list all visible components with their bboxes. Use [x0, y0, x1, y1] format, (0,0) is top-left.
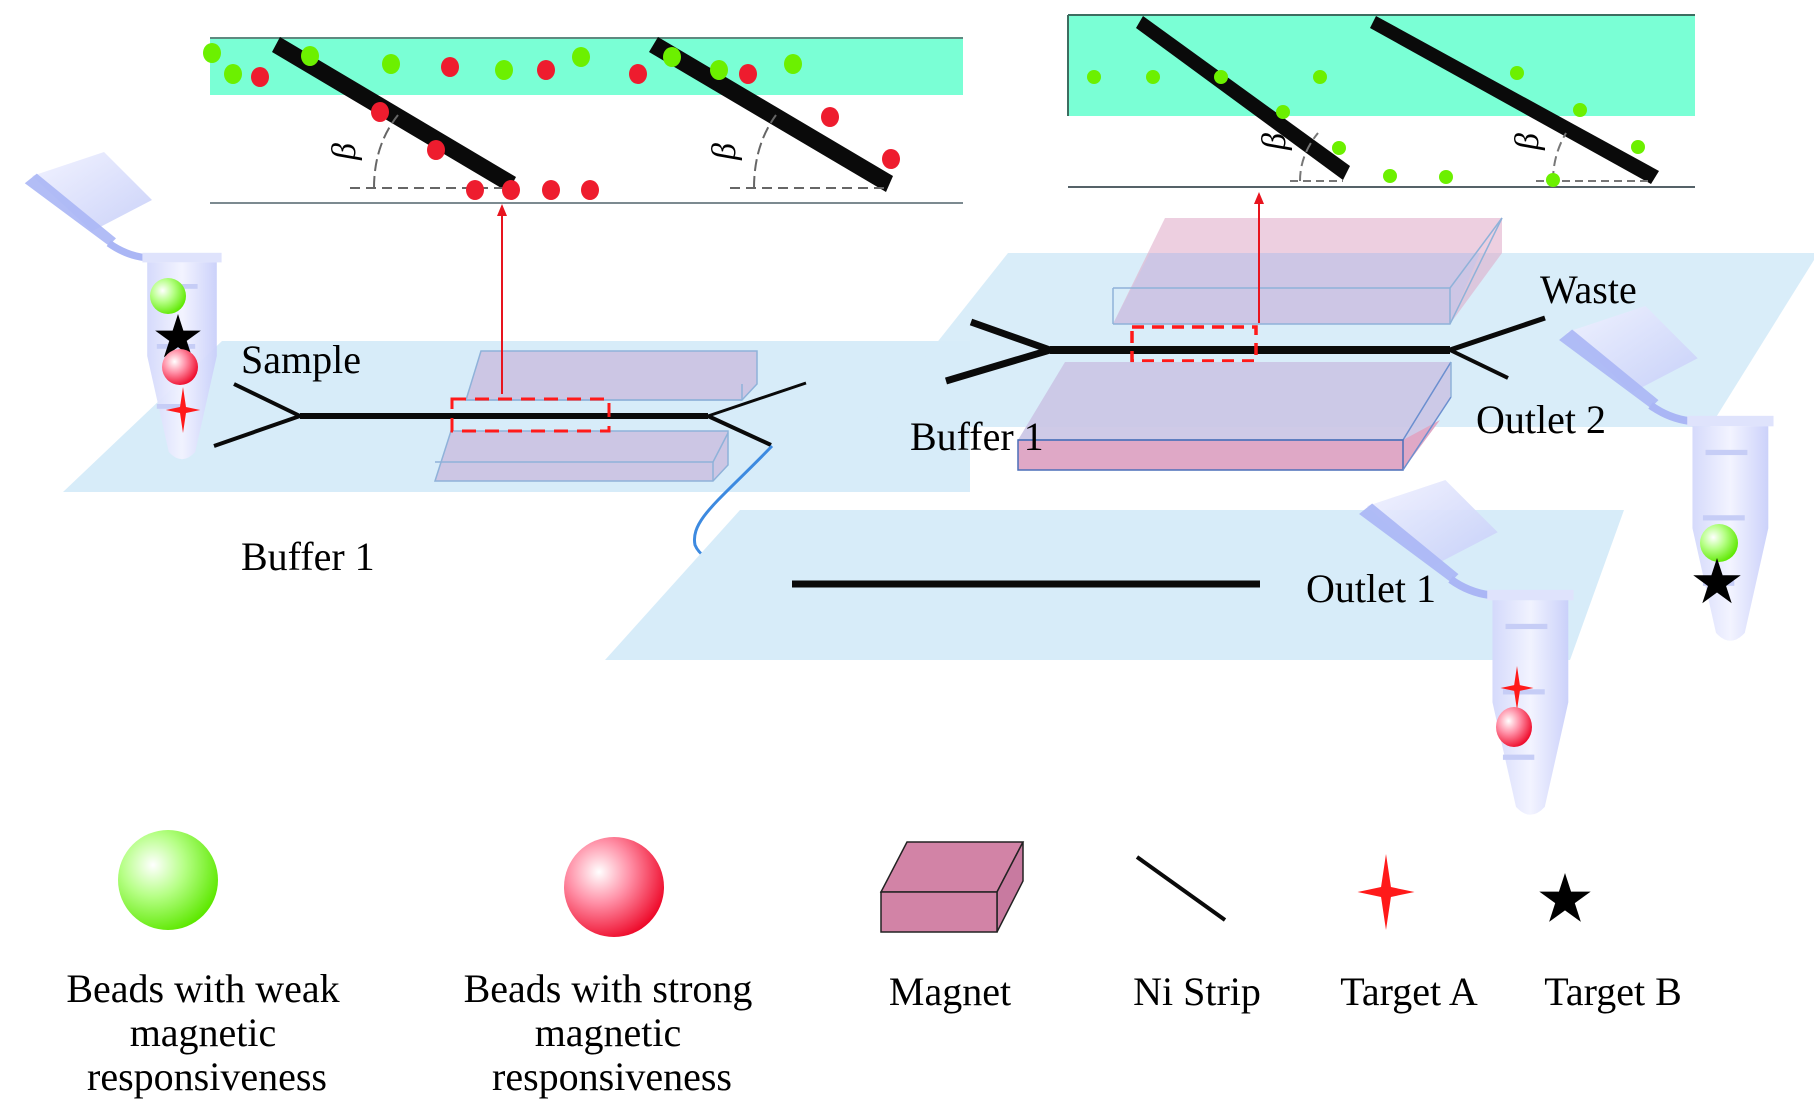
- svg-text:Target A: Target A: [1340, 969, 1478, 1014]
- label-sample: Sample: [241, 337, 361, 382]
- weak-bead-icon: [118, 830, 218, 930]
- svg-text:Magnet: Magnet: [889, 969, 1011, 1014]
- svg-text:responsiveness: responsiveness: [87, 1054, 327, 1099]
- beta-label: β: [706, 143, 743, 161]
- svg-text:magnetic: magnetic: [130, 1010, 277, 1055]
- label-outlet2: Outlet 2: [1476, 397, 1606, 442]
- target-a-icon: [1357, 854, 1415, 930]
- outlet2-tube: [1559, 306, 1773, 641]
- label-outlet1: Outlet 1: [1306, 566, 1436, 611]
- legend-item-target-b: Target B: [1539, 873, 1682, 1014]
- stage2-zoom-panel: β β: [1067, 14, 1695, 188]
- label-buffer1: Buffer 1: [910, 414, 1044, 459]
- zoom-region-box: [1130, 325, 1258, 363]
- ni-strip: [1136, 16, 1350, 180]
- svg-text:responsiveness: responsiveness: [492, 1054, 732, 1099]
- zoom-region-box: [450, 397, 611, 433]
- weak-beads: [203, 43, 802, 84]
- magnet: [464, 350, 758, 401]
- legend-item-magnet: Magnet: [879, 841, 1025, 1014]
- ni-strip: [272, 37, 516, 192]
- legend-item-strong-bead: Beads with strong magnetic responsivenes…: [464, 837, 753, 1099]
- target-b-icon: [1539, 873, 1591, 922]
- legend-item-weak-bead: Beads with weak magnetic responsiveness: [66, 830, 340, 1099]
- legend: Beads with weak magnetic responsiveness …: [66, 830, 1682, 1099]
- microchannel: [213, 381, 807, 448]
- magnet: [433, 430, 729, 482]
- ni-strip: [649, 37, 893, 192]
- strong-bead-icon: [564, 837, 664, 937]
- svg-text:Ni Strip: Ni Strip: [1133, 969, 1261, 1014]
- microchannel: [945, 315, 1546, 385]
- strong-beads: [251, 57, 900, 200]
- magnet-icon: [879, 841, 1025, 933]
- label-buffer1: Buffer 1: [241, 534, 375, 579]
- strong-bead-icon: [1496, 707, 1532, 747]
- legend-item-target-a: Target A: [1340, 854, 1478, 1014]
- stage2-chip: Buffer 1 Waste Outlet 2: [870, 192, 1814, 471]
- beta-label: β: [1256, 133, 1293, 151]
- stage2-lower-chip: Outlet 1: [605, 510, 1624, 660]
- svg-text:magnetic: magnetic: [535, 1010, 682, 1055]
- label-waste: Waste: [1540, 267, 1637, 312]
- svg-text:Beads with weak: Beads with weak: [66, 966, 339, 1011]
- stage1-zoom-panel: β β: [203, 37, 963, 204]
- beta-label: β: [326, 143, 363, 161]
- weak-beads: [1087, 66, 1645, 187]
- outlet1-tube: [1359, 480, 1573, 815]
- stage1-chip: Sample Buffer 1: [63, 204, 970, 579]
- weak-bead-icon: [1700, 524, 1738, 562]
- beta-label: β: [1509, 133, 1546, 151]
- legend-item-ni-strip: Ni Strip: [1133, 855, 1261, 1014]
- ni-strip-icon: [1135, 855, 1227, 922]
- ni-strip: [1370, 16, 1659, 184]
- svg-text:Target B: Target B: [1544, 969, 1682, 1014]
- strong-bead-icon: [162, 349, 198, 385]
- weak-bead-icon: [150, 278, 186, 314]
- svg-text:Beads with strong: Beads with strong: [464, 966, 753, 1011]
- sample-tube: [25, 152, 222, 459]
